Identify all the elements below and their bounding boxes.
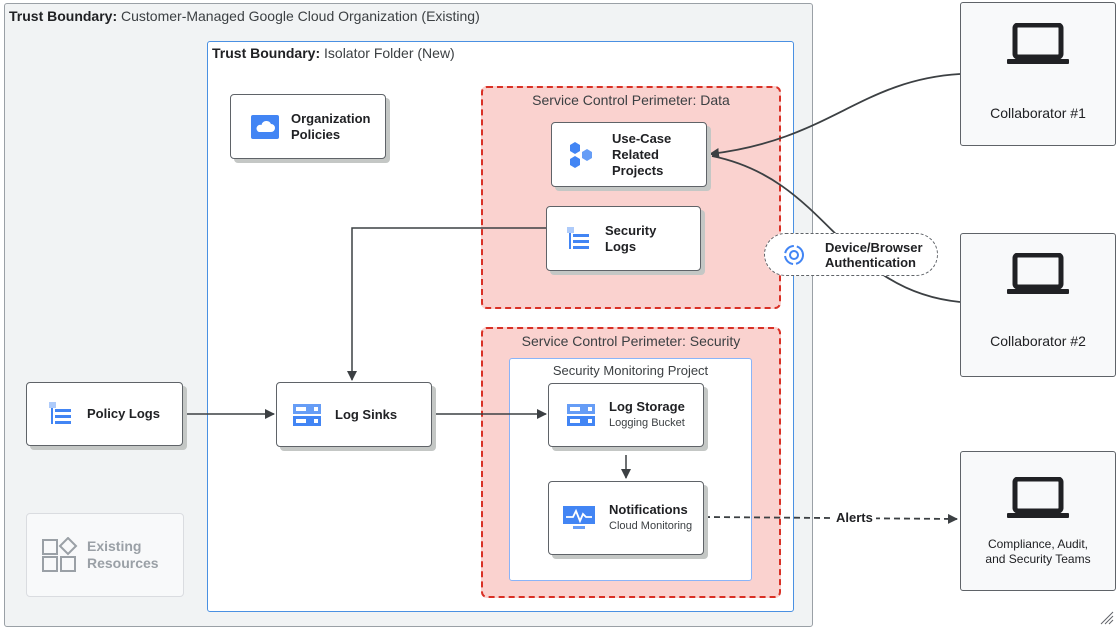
outer-boundary-title: Trust Boundary: Customer-Managed Google …	[9, 8, 480, 24]
node-log-sinks[interactable]: Log Sinks	[276, 382, 432, 447]
laptop-icon	[1006, 252, 1070, 295]
node-notifications[interactable]: Notifications Cloud Monitoring	[548, 481, 704, 555]
compliance-audit-security-teams[interactable]: Compliance, Audit,and Security Teams	[960, 451, 1116, 591]
laptop-icon	[1006, 22, 1070, 65]
edge-security-logs-to-log-sinks	[347, 227, 546, 381]
cloud-icon	[251, 114, 279, 139]
security-project-title: Security Monitoring Project	[552, 363, 709, 378]
storage-icon	[293, 403, 321, 426]
log-sinks-label: Log Sinks	[335, 406, 398, 422]
collaborator-2-name: Collaborator #2	[990, 333, 1086, 349]
logs-icon	[567, 226, 591, 251]
logs-icon	[49, 402, 73, 426]
node-log-storage[interactable]: Log Storage Logging Bucket	[548, 383, 704, 447]
perimeter-security-title: Service Control Perimeter: Security	[521, 333, 741, 349]
edge-collaborator2-to-use-case	[711, 155, 961, 303]
teams-name: Compliance, Audit,and Security Teams	[985, 537, 1091, 566]
log-storage-label: Log Storage Logging Bucket	[609, 399, 685, 429]
notifications-sub: Cloud Monitoring	[609, 520, 693, 532]
alerts-label: Alerts	[833, 510, 876, 525]
edge-collaborator1-to-use-case	[709, 73, 961, 158]
policy-logs-label: Policy Logs	[87, 406, 160, 421]
shapes-icon	[41, 536, 79, 573]
edge-notifications-alerts	[703, 513, 958, 524]
collaborator-2[interactable]: Collaborator #2	[960, 233, 1116, 377]
inner-boundary-title: Trust Boundary: Isolator Folder (New)	[212, 45, 455, 61]
laptop-icon	[1006, 476, 1070, 519]
storage-icon	[567, 404, 595, 426]
collaborator-1[interactable]: Collaborator #1	[960, 2, 1116, 146]
collaborator-1-name: Collaborator #1	[990, 105, 1086, 121]
hexagons-icon	[568, 141, 596, 169]
perimeter-data-title: Service Control Perimeter: Data	[532, 92, 730, 108]
log-storage-sub: Logging Bucket	[609, 417, 685, 429]
node-policy-logs[interactable]: Policy Logs	[26, 382, 183, 446]
fingerprint-icon	[783, 244, 805, 266]
notifications-label: Notifications Cloud Monitoring	[609, 502, 693, 532]
resize-grip-icon[interactable]	[1098, 609, 1114, 625]
monitoring-icon	[563, 506, 595, 530]
